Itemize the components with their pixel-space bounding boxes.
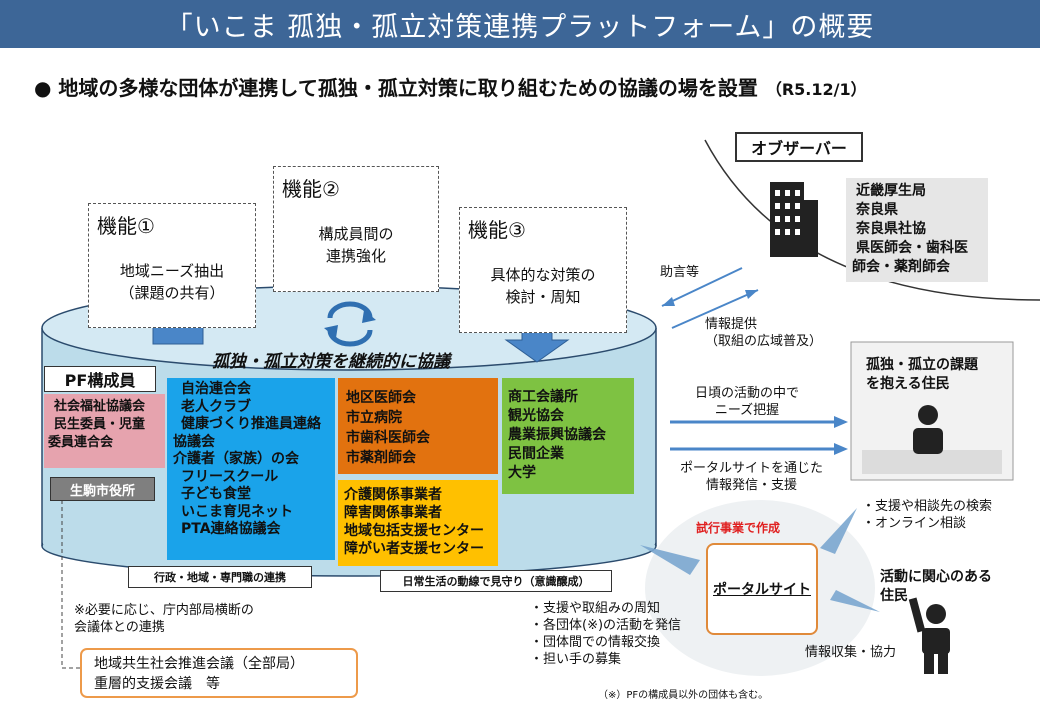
observer-label: オブザーバー [735,132,863,162]
function-2-body: 構成員間の 連携強化 [318,225,394,265]
person-standing-icon [908,597,950,674]
cooperation-label: 行政・地域・専門職の連携 [128,566,312,588]
note-left: ※必要に応じ、庁内部局横断の 会議体との連携 [74,603,254,635]
collect-label: 情報収集・協力 [805,645,897,660]
function-1-heading: 機能① [97,214,155,238]
page-title: 「いこま 孤独・孤立対策連携プラットフォーム」の概要 [0,0,1040,48]
portal-arrow-right [830,590,880,612]
cycle-icon [327,301,373,347]
portal-arrow-left [640,545,700,575]
subtitle: ● 地域の多様な団体が連携して孤独・孤立対策に取り組むための協議の場を設置 （R5… [34,72,867,101]
city-office-label: 生駒市役所 [50,477,155,501]
portal-features-right: ・支援や相談先の検索 ・オンライン相談 [862,499,993,531]
subtitle-date: （R5.12/1） [765,80,867,99]
portal-arrow-label: ポータルサイトを通じた 情報発信・支援 [680,461,824,493]
portal-features-left: ・支援や取組みの周知 ・各団体(※)の活動を発信 ・団体間での情報交換 ・担い手… [530,601,682,667]
person-seated-icon [913,405,943,454]
watch-label: 日常生活の動線で見守り（意識醸成） [380,570,612,592]
portal-arrow-up [820,508,857,554]
function-2-heading: 機能② [282,177,340,201]
council-box: 地域共生社会推進会議（全部局） 重層的支援会議 等 [80,648,358,698]
function-box-3: 機能③ 具体的な対策の 検討・周知 [459,207,627,333]
footnote: （※）PFの構成員以外の団体も含む。 [598,690,769,701]
function-1-body: 地域ニーズ抽出 （課題の共有） [119,262,225,302]
bullet-icon: ● [34,76,52,100]
function-box-2: 機能② 構成員間の 連携強化 [273,166,439,292]
info-label: 情報提供 （取組の広域普及） [705,317,823,349]
active-residents-label: 活動に関心のある 住民 [880,569,992,604]
function-box-1: 機能① 地域ニーズ抽出 （課題の共有） [88,203,256,328]
observer-arc [704,139,1040,301]
medical-group: 地区医師会 市立病院 市歯科医師会 市薬剤師会 [338,378,498,474]
welfare-group: 社会福祉協議会 民生委員・児童 委員連合会 [44,394,165,468]
care-group: 介護関係事業者 障害関係事業者 地域包括支援センター 障がい者支援センター [338,480,498,566]
function-3-heading: 機能③ [468,218,526,242]
portal-site-box[interactable]: ポータルサイト [706,543,818,635]
trial-label: 試行事業で作成 [696,521,781,535]
residents-label: 孤独・孤立の課題 を抱える住民 [866,357,978,392]
pf-members-label: PF構成員 [44,366,156,392]
connector-line [61,500,80,669]
business-group: 商工会議所 観光協会 農業振興協議会 民間企業 大学 [502,378,634,494]
subtitle-text: 地域の多様な団体が連携して孤独・孤立対策に取り組むための協議の場を設置 [58,76,758,100]
function-3-body: 具体的な対策の 検討・周知 [490,266,596,306]
cylinder-caption: 孤独・孤立対策を継続的に協議 [212,352,450,372]
advice-label: 助言等 [660,265,700,280]
community-group: 自治連合会 老人クラブ 健康づくり推進員連絡 協議会 介護者（家族）の会 フリー… [167,378,335,560]
daily-label: 日頃の活動の中で ニーズ把握 [695,386,800,418]
observer-list: 近畿厚生局 奈良県 奈良県社協 県医師会・歯科医 師会・薬剤師会 [846,178,988,282]
